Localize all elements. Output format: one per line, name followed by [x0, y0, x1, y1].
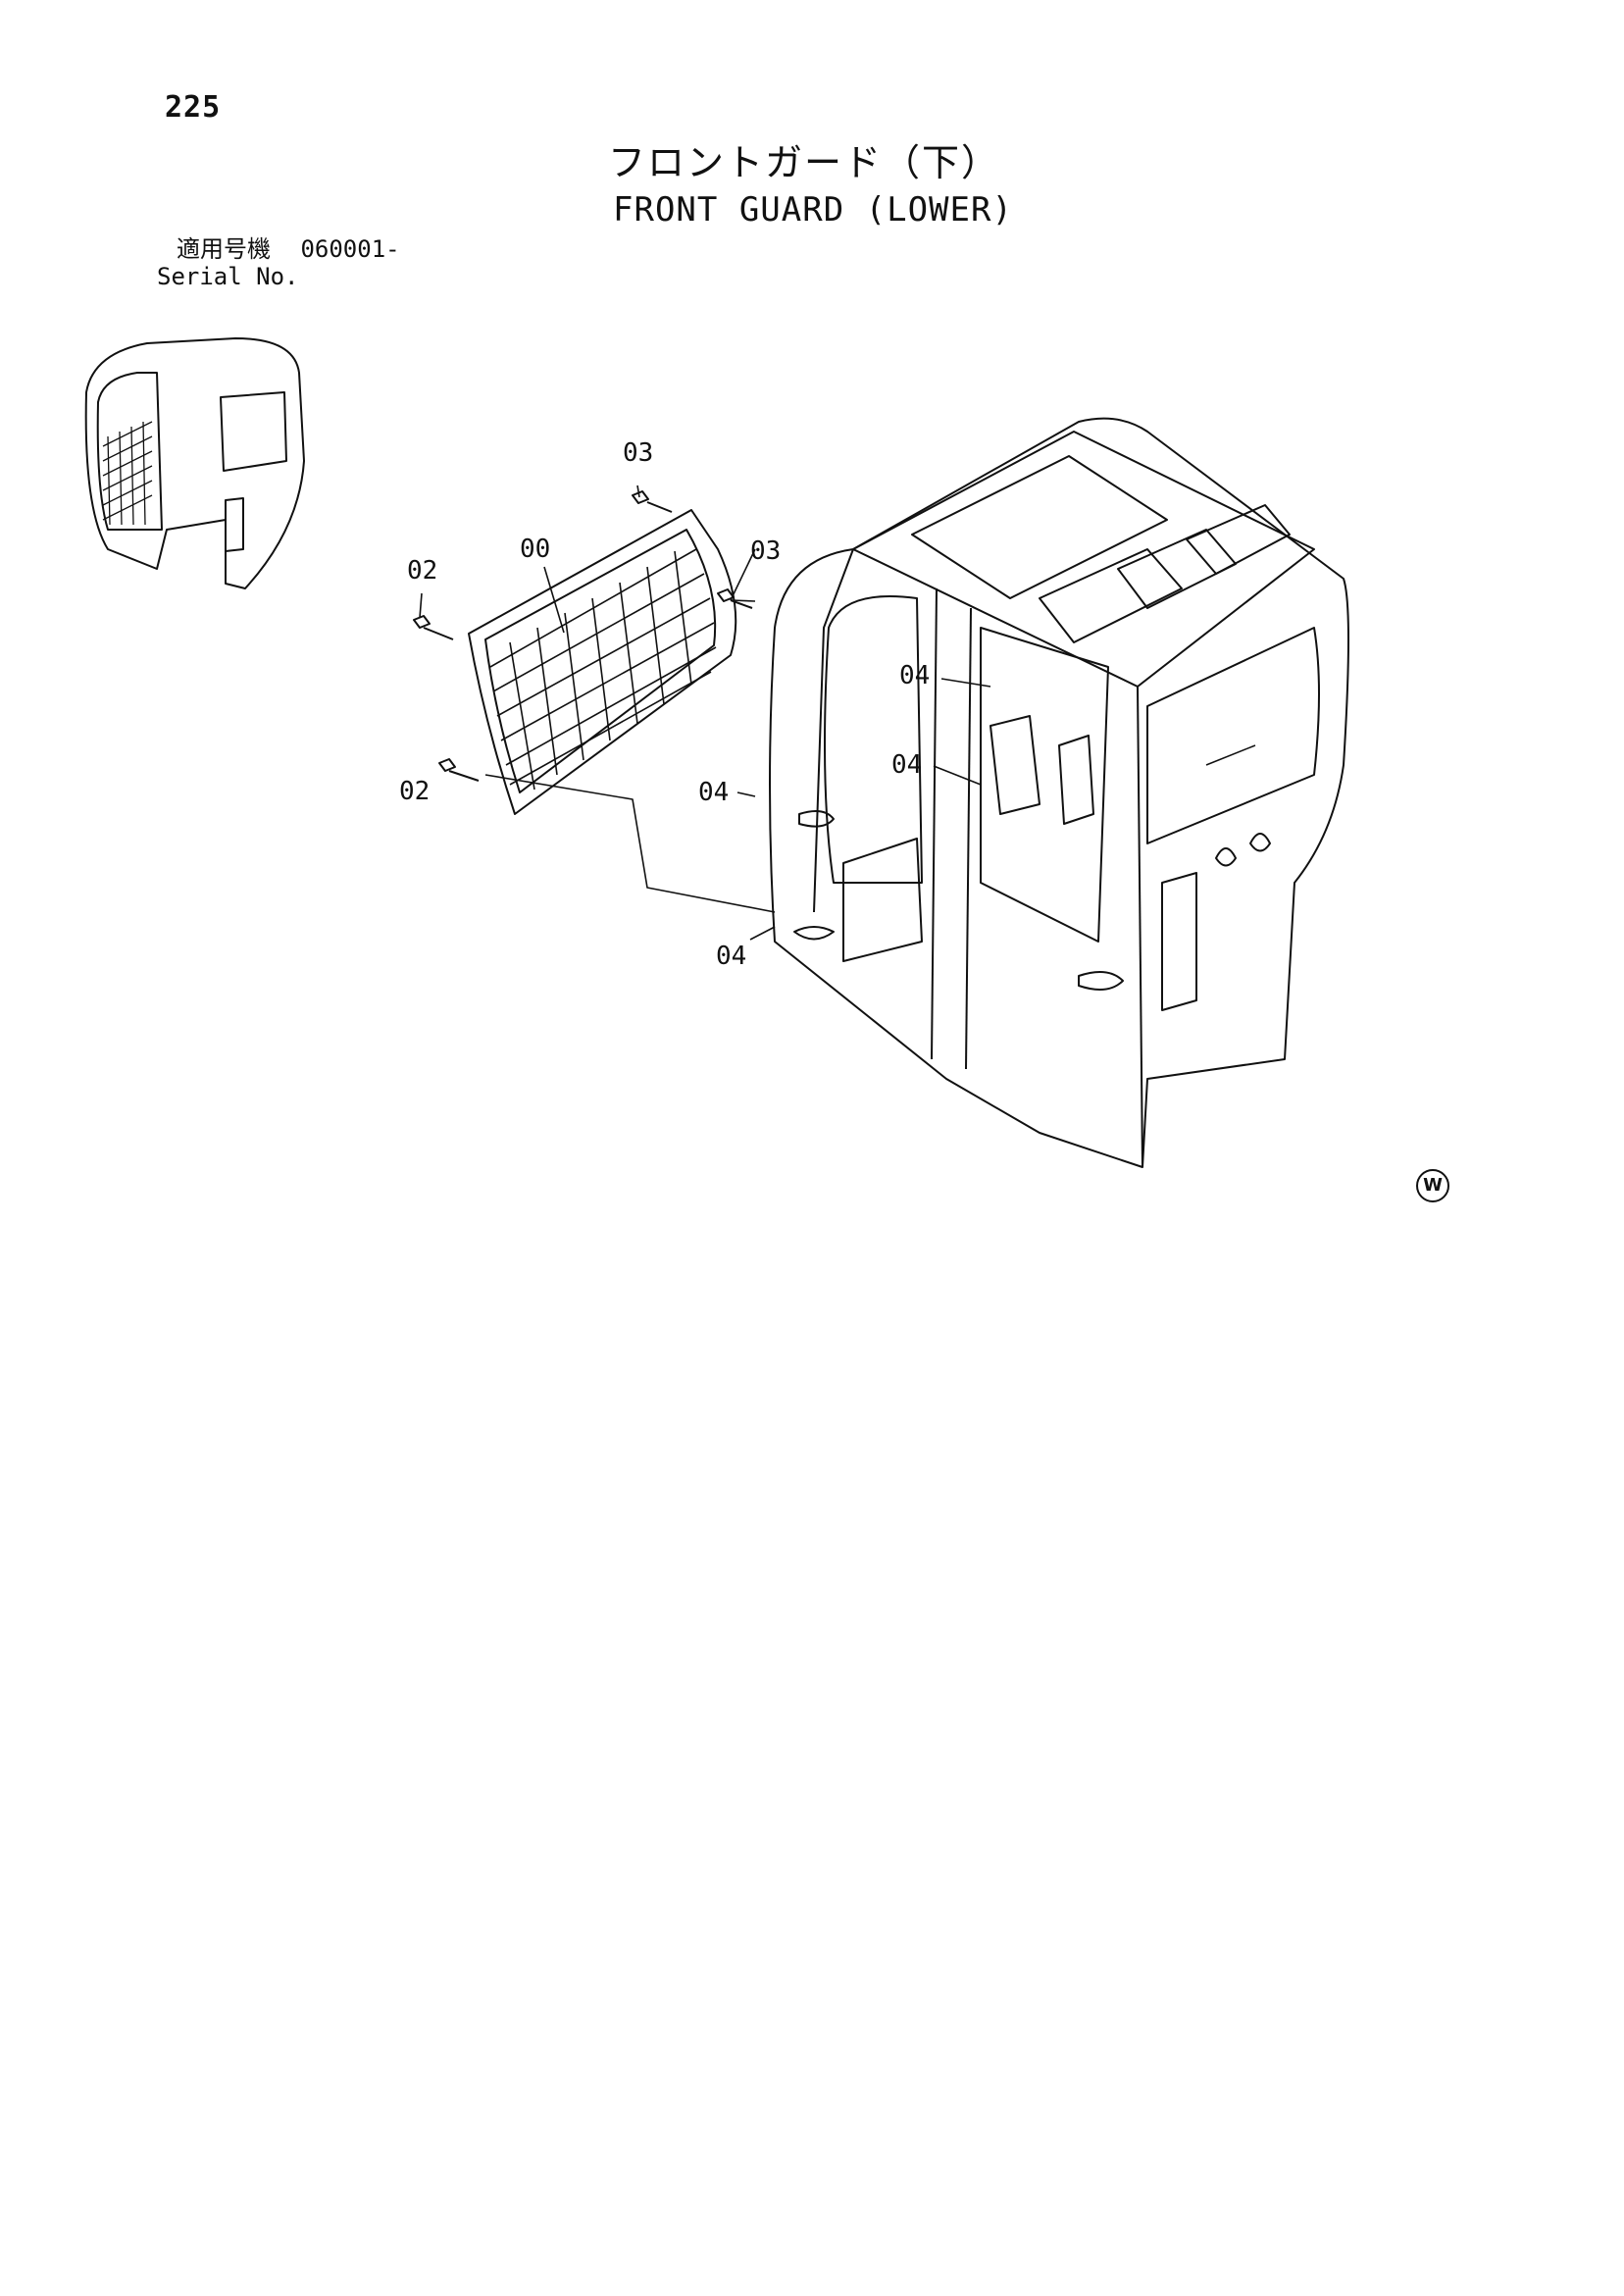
callout-03-right: 03	[750, 536, 781, 566]
bolt-icons	[413, 490, 753, 782]
leader-lines	[419, 485, 991, 941]
callout-04-left: 04	[698, 778, 729, 807]
callout-02-lower: 02	[399, 777, 430, 806]
callout-03-top: 03	[623, 438, 653, 468]
callout-04-middle: 04	[891, 750, 922, 780]
serial-label-english: Serial No.	[157, 263, 299, 290]
title-block: フロントガード（下） FRONT GUARD (LOWER)	[549, 132, 1098, 230]
title-japanese: フロントガード（下）	[608, 141, 1001, 184]
page-number: 225	[165, 90, 222, 125]
callout-00: 00	[520, 535, 550, 564]
serial-value: 060001-	[300, 235, 400, 263]
callout-02-upper: 02	[407, 556, 437, 586]
callout-04-lower: 04	[716, 942, 746, 971]
callout-04-upper: 04	[899, 661, 930, 690]
title-english: FRONT GUARD (LOWER)	[613, 190, 1013, 230]
watermark-symbol: W	[1416, 1169, 1449, 1202]
cab-body	[769, 417, 1349, 1168]
serial-block: 適用号機 060001- Serial No.	[157, 235, 400, 290]
thumbnail-cab-icon	[84, 337, 305, 589]
front-guard-panel	[468, 509, 737, 815]
serial-label-japanese: 適用号機	[177, 235, 271, 263]
